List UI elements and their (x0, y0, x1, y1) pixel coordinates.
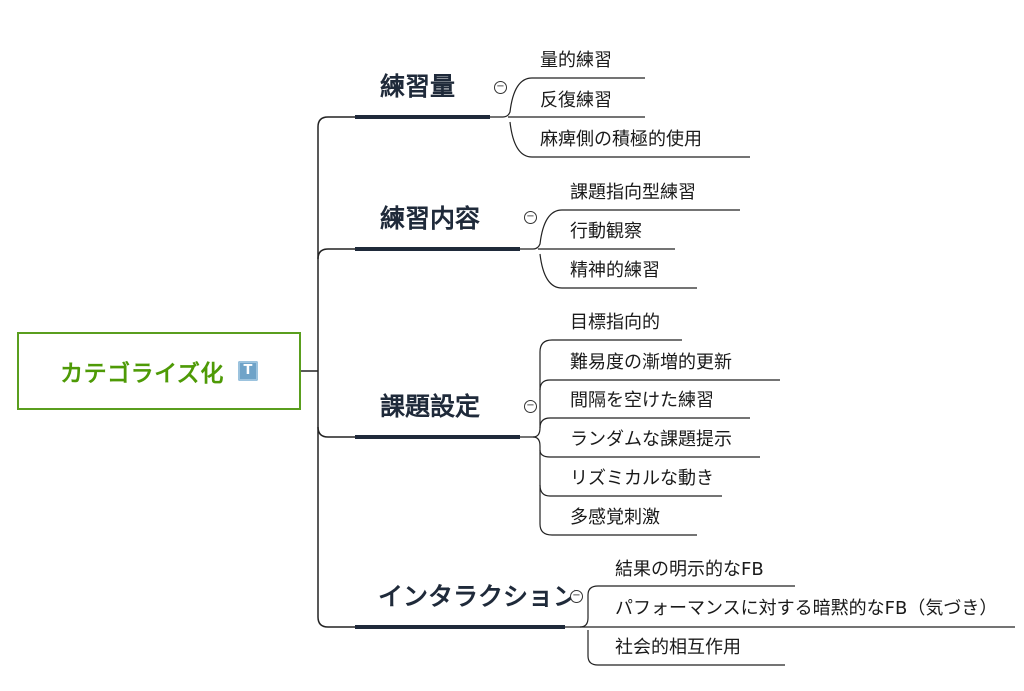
leaf-item[interactable]: 結果の明示的なFB (615, 559, 764, 580)
leaf-item[interactable]: ランダムな課題提示 (570, 429, 732, 450)
collapse-icon-4[interactable]: − (570, 590, 583, 603)
leaf-item[interactable]: 難易度の漸増的更新 (570, 352, 732, 373)
leaf-item[interactable]: 目標指向的 (570, 312, 660, 333)
branch-label-3[interactable]: 課題設定 (380, 392, 481, 421)
leaf-item[interactable]: 間隔を空けた練習 (570, 390, 714, 411)
branch-label-2[interactable]: 練習内容 (380, 204, 481, 233)
leaf-item[interactable]: 精神的練習 (570, 260, 660, 281)
collapse-icon-3[interactable]: − (524, 400, 537, 413)
leaf-item[interactable]: 麻痺側の積極的使用 (540, 129, 702, 150)
leaf-item[interactable]: 量的練習 (540, 50, 612, 71)
leaf-item[interactable]: 社会的相互作用 (615, 637, 741, 658)
leaf-item[interactable]: 多感覚刺激 (570, 507, 660, 528)
root-node[interactable]: カテゴライズ化 T (17, 332, 301, 410)
leaf-item[interactable]: 行動観察 (570, 221, 642, 242)
branch-label-1[interactable]: 練習量 (380, 72, 456, 101)
collapse-icon-1[interactable]: − (494, 81, 507, 94)
leaf-item[interactable]: リズミカルな動き (570, 468, 714, 489)
collapse-icon-2[interactable]: − (524, 211, 537, 224)
leaf-item[interactable]: 課題指向型練習 (570, 182, 696, 203)
branch-label-4[interactable]: インタラクション (378, 582, 579, 611)
root-label: カテゴライズ化 (60, 361, 224, 387)
leaf-item[interactable]: 反復練習 (540, 90, 612, 111)
note-icon[interactable]: T (237, 361, 258, 381)
leaf-item[interactable]: パフォーマンスに対する暗黙的なFB（気づき） (615, 598, 998, 619)
